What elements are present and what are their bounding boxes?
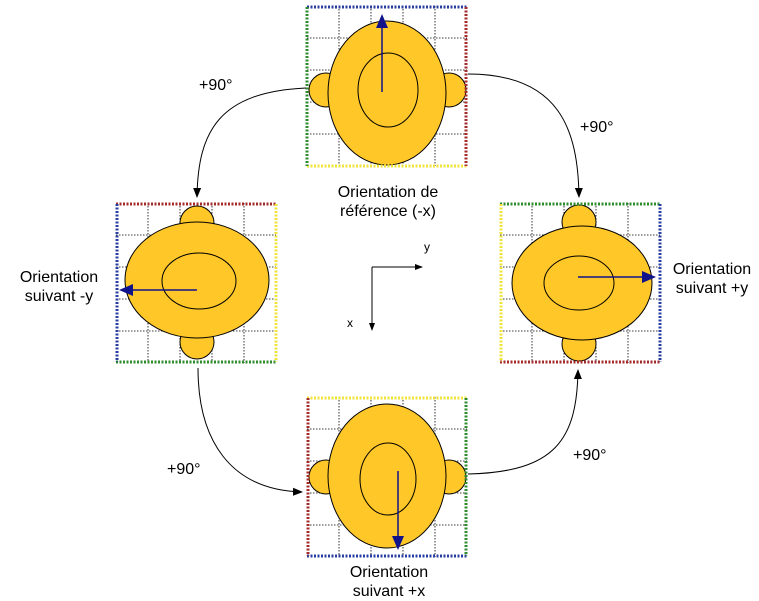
label-line1: Orientation [19, 269, 99, 286]
panel-minus-y [115, 202, 278, 364]
label-line1: Orientation de [337, 184, 439, 201]
label-line2: suivant -y [24, 288, 94, 305]
axis-label-y: y [424, 240, 430, 254]
rotation-arrow-ref-to-minus-y [193, 87, 307, 198]
border-plus-y [499, 202, 662, 364]
rotation-label-bottom-left: +90° [167, 461, 201, 478]
border-minus-y [115, 202, 278, 364]
head-inner-ellipse [359, 442, 417, 516]
rotation-label-bottom-right: +90° [573, 447, 607, 464]
head-outline [124, 221, 270, 339]
head-outline [327, 20, 447, 166]
head-minus-y [124, 205, 270, 360]
head-inner-ellipse [543, 255, 615, 311]
rotation-label-top-right: +90° [580, 119, 614, 136]
border-reference [305, 5, 468, 168]
rotation-label-top-left: +90° [199, 77, 233, 94]
panel-reference [305, 5, 468, 168]
head-inner-ellipse [161, 252, 237, 310]
label-reference: Orientation de référence (-x) [327, 183, 449, 221]
label-line2: suivant +x [352, 583, 426, 600]
rotation-arrow-ref-to-plus-y [467, 73, 583, 198]
axes-indicator [369, 264, 423, 331]
panel-plus-y [499, 202, 662, 364]
label-line1: Orientation [349, 564, 429, 581]
label-plus-x: Orientation suivant +x [334, 563, 444, 601]
head-plus-y [511, 204, 653, 362]
panel-plus-x [306, 396, 468, 558]
rotation-arrow-plus-x-to-plus-y [467, 369, 582, 475]
label-line2: référence (-x) [339, 203, 437, 220]
border-plus-x [306, 396, 468, 558]
head-reference [308, 20, 467, 166]
label-line1: Orientation [672, 261, 752, 278]
head-inner-ellipse [357, 52, 419, 128]
label-minus-y: Orientation suivant -y [4, 268, 114, 306]
head-plus-x [308, 403, 467, 549]
label-plus-y: Orientation suivant +y [664, 260, 759, 298]
axis-label-x: x [347, 316, 353, 330]
head-outline [327, 403, 447, 549]
rotation-arrow-minus-y-to-plus-x [197, 367, 303, 496]
label-line2: suivant +y [675, 280, 749, 297]
head-outline [511, 225, 653, 341]
